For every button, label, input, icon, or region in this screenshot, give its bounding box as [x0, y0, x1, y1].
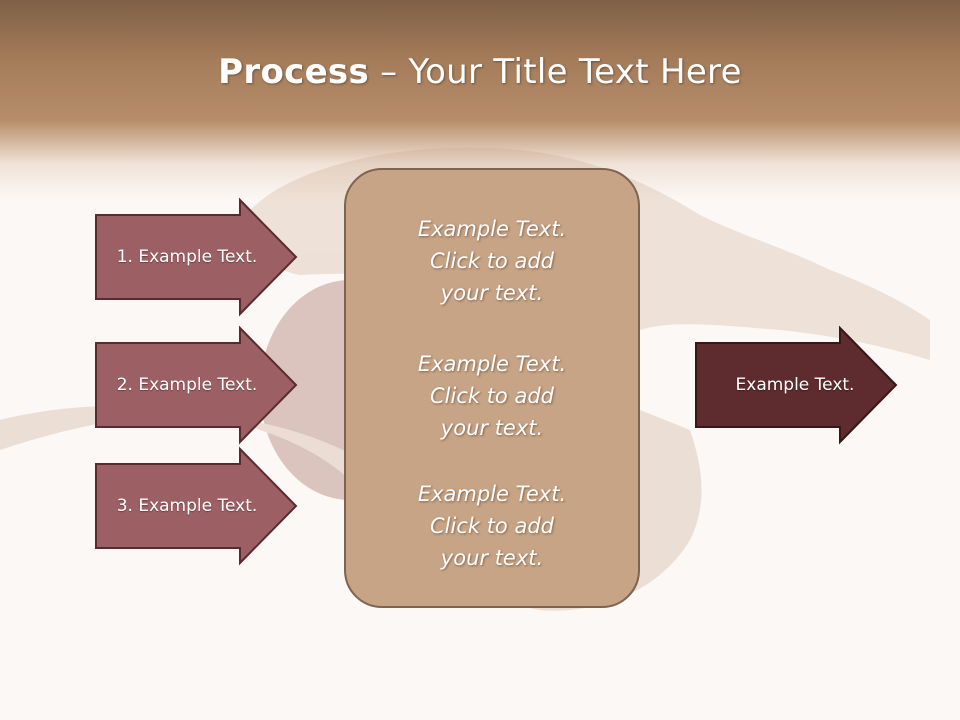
center-text-line: your text.: [440, 281, 544, 305]
center-text-line: your text.: [440, 416, 544, 440]
center-text-line: your text.: [440, 546, 544, 570]
center-process-box: [344, 168, 640, 608]
input-arrow-2: [95, 325, 298, 445]
input-label-2: 2. Example Text.: [116, 375, 258, 395]
title-rest: – Your Title Text Here: [369, 52, 742, 92]
header-band: [0, 0, 960, 200]
center-text-block-1: Example Text. Click to add your text.: [344, 213, 640, 309]
center-text-block-3: Example Text. Click to add your text.: [344, 478, 640, 574]
input-arrow-1: [95, 197, 298, 317]
output-arrow: [695, 325, 898, 445]
input-arrow-3: [95, 446, 298, 566]
center-text-line: Example Text.: [417, 352, 567, 376]
output-label: Example Text.: [735, 375, 855, 395]
center-text-line: Example Text.: [417, 217, 567, 241]
center-text-line: Example Text.: [417, 482, 567, 506]
title-bold: Process: [218, 52, 370, 92]
input-label-3: 3. Example Text.: [116, 496, 258, 516]
center-text-line: Click to add: [429, 249, 554, 273]
center-text-line: Click to add: [429, 384, 554, 408]
center-text-line: Click to add: [429, 514, 554, 538]
slide-title: Process – Your Title Text Here: [0, 52, 960, 92]
center-text-block-2: Example Text. Click to add your text.: [344, 348, 640, 444]
input-label-1: 1. Example Text.: [116, 247, 258, 267]
